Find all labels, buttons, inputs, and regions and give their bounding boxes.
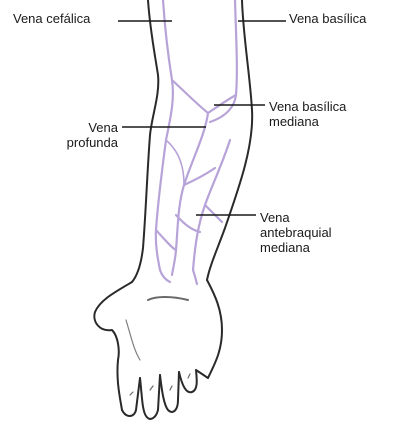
label-vena-cefalica: Vena cefálica: [13, 11, 90, 26]
label-line: Vena: [48, 120, 118, 135]
label-vena-basilica-mediana: Vena basílica mediana: [269, 99, 346, 129]
label-vena-antebraquial-mediana: Vena antebraquial mediana: [260, 210, 332, 255]
vein-network: [156, 0, 237, 284]
label-line: antebraquial: [260, 225, 332, 240]
label-line: Vena basílica: [269, 99, 346, 114]
arm-outline: [94, 0, 252, 419]
leader-lines: [118, 21, 286, 215]
label-vena-basilica: Vena basílica: [289, 11, 366, 26]
label-line: mediana: [269, 114, 346, 129]
label-line: Vena: [260, 210, 332, 225]
label-vena-profunda: Vena profunda: [48, 120, 118, 150]
label-line: mediana: [260, 240, 332, 255]
label-line: profunda: [48, 135, 118, 150]
